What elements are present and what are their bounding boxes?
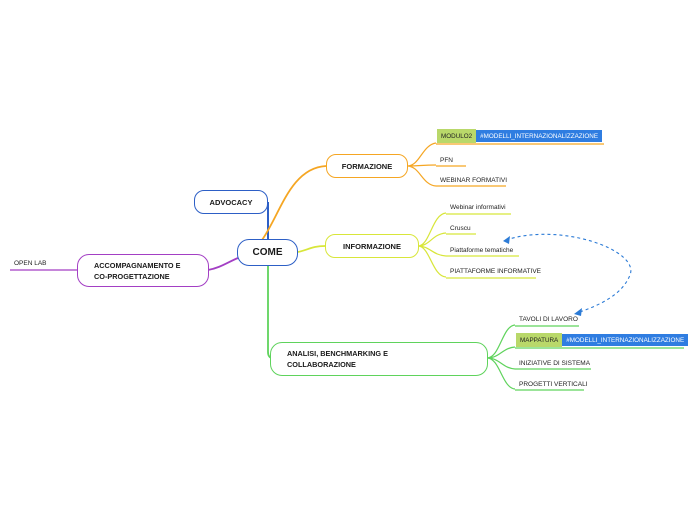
- leaf-webinar-informativi[interactable]: Webinar informativi: [450, 204, 506, 211]
- accompagnamento-label-2: CO-PROGETTAZIONE: [94, 271, 170, 281]
- tag-modulo2-label: MODULO2: [437, 129, 477, 143]
- tag-mappatura-link[interactable]: #MODELLI_INTERNAZIONALIZZAZIONE: [562, 334, 689, 346]
- relation-arrow-end: [574, 308, 582, 316]
- node-advocacy[interactable]: ADVOCACY: [194, 190, 268, 214]
- relation-arrow-start: [503, 236, 510, 244]
- connector-formazione: [261, 165, 327, 241]
- connector-analisi-leaves: [486, 324, 516, 390]
- node-formazione[interactable]: FORMAZIONE: [326, 154, 408, 178]
- leaf-piattaforme-tematiche[interactable]: Piattaforme tematiche: [450, 247, 514, 254]
- root-node-come[interactable]: COME: [237, 239, 298, 266]
- leaf-piattaforme-informative[interactable]: PIATTAFORME INFORMATIVE: [450, 268, 541, 275]
- connector-informazione: [297, 245, 326, 253]
- leaf-pfn[interactable]: PFN: [440, 157, 453, 164]
- leaf-tavoli-di-lavoro[interactable]: TAVOLI DI LAVORO: [519, 316, 578, 323]
- node-informazione[interactable]: INFORMAZIONE: [325, 234, 419, 258]
- analisi-label-1: ANALISI, BENCHMARKING E: [287, 349, 388, 358]
- node-accompagnamento[interactable]: ACCOMPAGNAMENTO E CO-PROGETTAZIONE: [77, 254, 209, 287]
- advocacy-label: ADVOCACY: [209, 197, 253, 207]
- analisi-label-2: COLLABORAZIONE: [287, 360, 356, 369]
- tag-mappatura[interactable]: MAPPATURA #MODELLI_INTERNAZIONALIZZAZION…: [516, 333, 689, 347]
- node-analisi[interactable]: ANALISI, BENCHMARKING E COLLABORAZIONE: [270, 342, 488, 376]
- connector-advocacy: [267, 202, 269, 240]
- tag-modulo2-link[interactable]: #MODELLI_INTERNAZIONALIZZAZIONE: [476, 130, 603, 142]
- root-label: COME: [252, 247, 283, 258]
- leaf-iniziative-di-sistema[interactable]: INIZIATIVE DI SISTEMA: [519, 360, 591, 367]
- connector-informazione-leaves: [417, 212, 447, 278]
- leaf-cruscu[interactable]: Cruscu: [450, 225, 471, 232]
- formazione-label: FORMAZIONE: [341, 161, 393, 171]
- tag-mappatura-label: MAPPATURA: [516, 333, 563, 347]
- tag-modulo2[interactable]: MODULO2 #MODELLI_INTERNAZIONALIZZAZIONE: [437, 129, 603, 143]
- accompagnamento-label-1: ACCOMPAGNAMENTO E: [94, 260, 181, 270]
- leaf-webinar-formativi[interactable]: WEBINAR FORMATIVI: [440, 177, 508, 184]
- informazione-label: INFORMAZIONE: [343, 241, 401, 251]
- connector-accompagnamento: [207, 257, 239, 271]
- leaf-progetti-verticali[interactable]: PROGETTI VERTICALI: [519, 381, 588, 388]
- connector-formazione-leaves: [406, 142, 437, 187]
- leaf-open-lab[interactable]: OPEN LAB: [14, 260, 47, 267]
- connector-analisi: [267, 265, 273, 359]
